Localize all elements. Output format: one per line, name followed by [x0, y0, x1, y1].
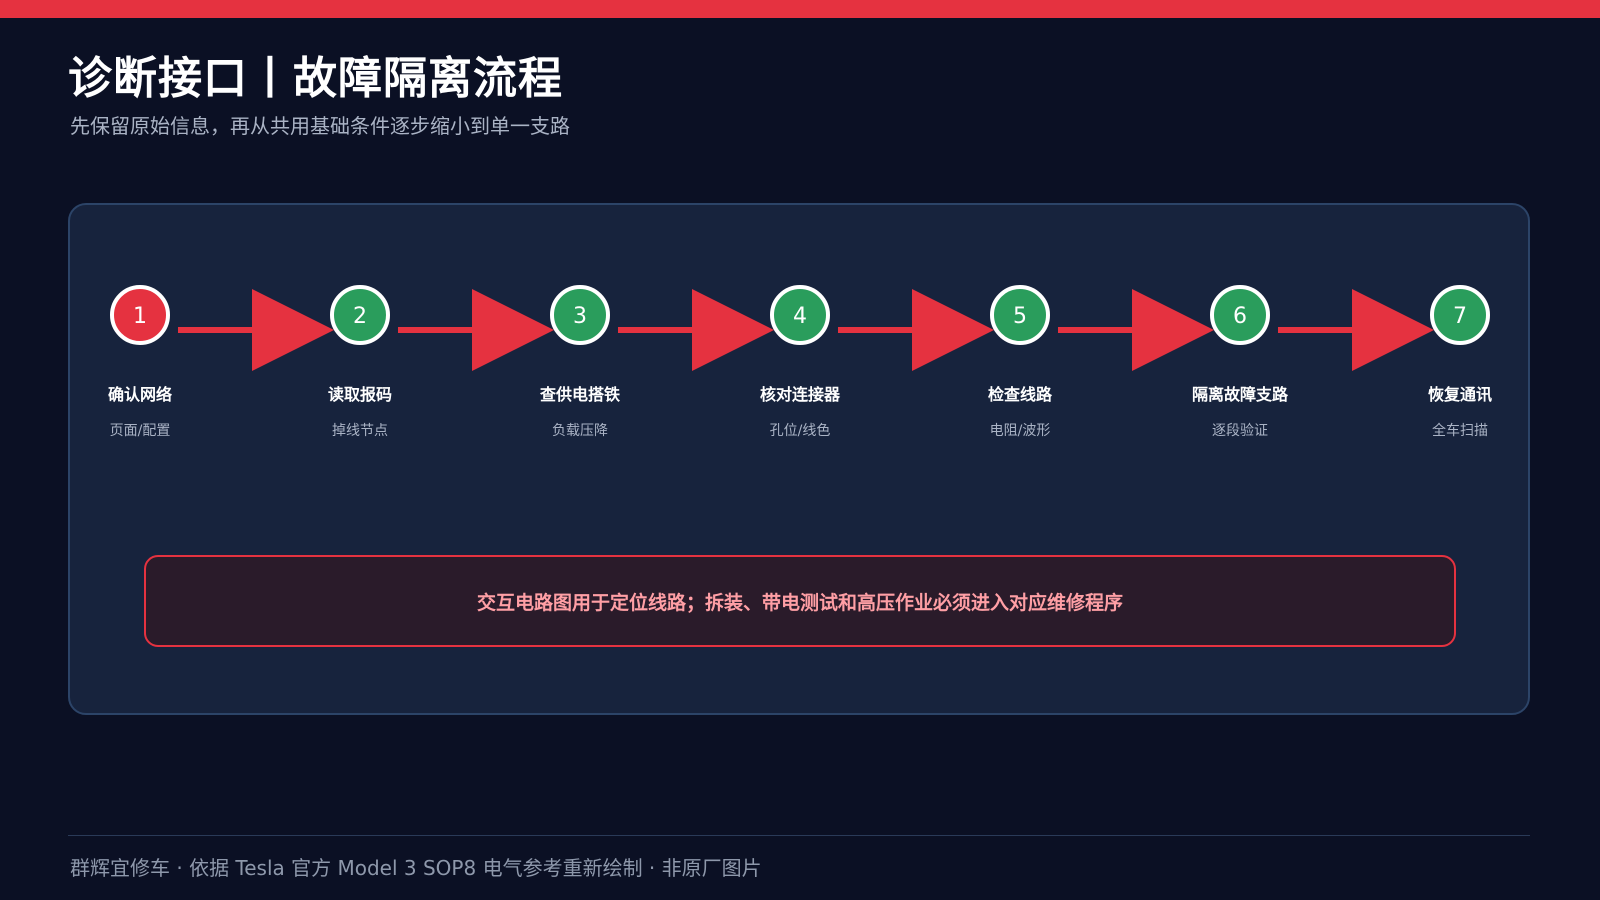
page-subtitle: 先保留原始信息，再从共用基础条件逐步缩小到单一支路: [70, 114, 570, 138]
step-title-7: 恢复通讯: [1427, 385, 1492, 404]
arrow-head-6: [1352, 289, 1434, 371]
step-subtitle-2: 掉线节点: [332, 423, 388, 439]
step-circle-5: [990, 285, 1050, 345]
step-number-5: 5: [1013, 304, 1027, 329]
step-number-1: 1: [133, 304, 147, 329]
arrow-head-5: [1132, 289, 1214, 371]
step-subtitle-4: 孔位/线色: [769, 423, 831, 439]
warning-text: 交互电路图用于定位线路；拆装、带电测试和高压作业必须进入对应维修程序: [476, 591, 1123, 614]
page-title: 诊断接口丨故障隔离流程: [68, 53, 563, 104]
step-title-6: 隔离故障支路: [1191, 385, 1288, 404]
step-circle-7: [1430, 285, 1490, 345]
step-subtitle-6: 逐段验证: [1212, 423, 1268, 439]
arrow-head-1: [252, 289, 334, 371]
step-number-3: 3: [573, 304, 587, 329]
footer-divider: [68, 835, 1530, 836]
step-subtitle-3: 负载压降: [552, 423, 608, 439]
arrow-head-4: [912, 289, 994, 371]
step-number-6: 6: [1233, 304, 1247, 329]
arrow-head-2: [472, 289, 554, 371]
step-subtitle-1: 页面/配置: [109, 423, 171, 439]
step-circle-3: [550, 285, 610, 345]
step-title-2: 读取报码: [327, 385, 392, 404]
step-number-7: 7: [1453, 304, 1467, 329]
step-circle-1: [110, 285, 170, 345]
warning-box: 交互电路图用于定位线路；拆装、带电测试和高压作业必须进入对应维修程序: [144, 555, 1456, 647]
step-title-5: 检查线路: [987, 385, 1052, 404]
flow-arrows: [178, 289, 1434, 371]
step-title-1: 确认网络: [107, 385, 172, 404]
arrow-head-3: [692, 289, 774, 371]
top-accent-bar: [0, 0, 1600, 18]
flow-nodes: 1 2 3 4 5 6 7: [110, 285, 1490, 345]
step-subtitle-5: 电阻/波形: [989, 423, 1051, 439]
step-circle-4: [770, 285, 830, 345]
step-subtitle-7: 全车扫描: [1432, 423, 1488, 439]
footer-text: 群辉宜修车 · 依据 Tesla 官方 Model 3 SOP8 电气参考重新绘…: [70, 856, 762, 880]
step-circle-2: [330, 285, 390, 345]
step-number-4: 4: [793, 304, 807, 329]
step-title-3: 查供电搭铁: [539, 385, 620, 404]
step-title-4: 核对连接器: [759, 385, 840, 404]
step-circle-6: [1210, 285, 1270, 345]
step-number-2: 2: [353, 304, 367, 329]
